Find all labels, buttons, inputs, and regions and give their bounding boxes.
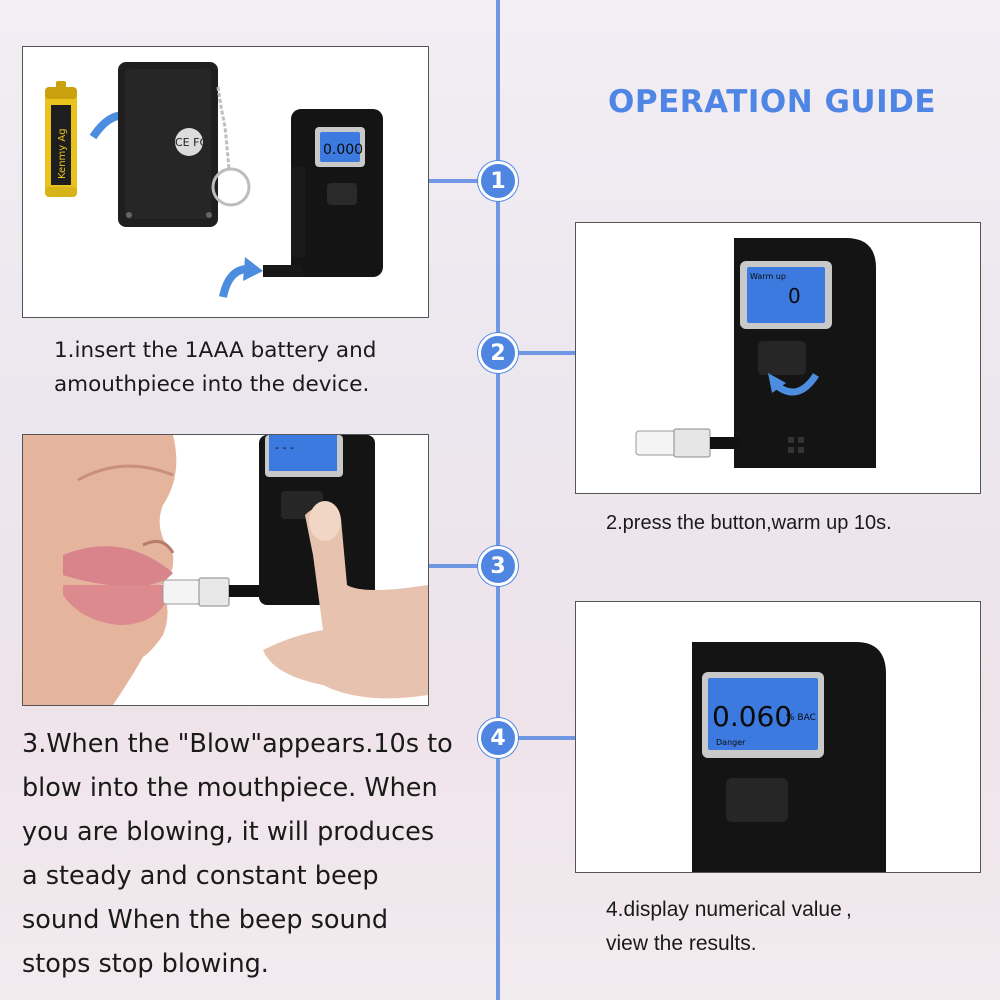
lcd-unit: % BAC <box>786 713 816 723</box>
step-3-badge: 3 <box>478 546 518 586</box>
step-1-illustration: Kenmy Ag CE FC 0.000 <box>45 62 383 298</box>
mouthpiece <box>162 577 269 607</box>
device-front: - - - <box>259 435 375 605</box>
step-3-caption: 3.When the "Blow"appears.10s to blow int… <box>22 729 453 979</box>
cert-mark: CE FC <box>175 136 207 149</box>
step-2-connector <box>500 351 575 355</box>
keyring <box>211 86 251 207</box>
lcd-reading: 0 <box>788 284 801 308</box>
device-front: 0.000 <box>291 109 383 277</box>
hand <box>263 501 428 699</box>
step-4-photo: 0.060 % BAC Danger <box>575 601 981 873</box>
face <box>23 435 177 705</box>
step-2-caption: 2.press the button,warm up 10s. <box>606 512 892 534</box>
step-1-caption: 1.insert the 1AAA battery and amouthpiec… <box>54 338 377 397</box>
speaker-grille <box>788 437 804 453</box>
step-4-caption: 4.display numerical value , view the res… <box>606 898 852 955</box>
step-2-illustration: Warm up 0 <box>635 238 876 468</box>
mouthpiece <box>635 428 740 458</box>
battery-label: Kenmy Ag <box>57 128 68 179</box>
mouthpiece <box>263 265 303 277</box>
device-front: 0.060 % BAC Danger <box>692 642 886 872</box>
step-4-illustration: 0.060 % BAC Danger <box>692 642 886 872</box>
step-2-badge: 2 <box>478 333 518 373</box>
step-3-photo: - - - <box>22 434 429 706</box>
step-4-connector <box>500 736 575 740</box>
step-1-connector <box>428 179 496 183</box>
step-3-illustration: - - - <box>23 435 428 705</box>
lcd-reading: - - - <box>275 441 294 454</box>
lcd-reading: 0.060 <box>712 700 792 733</box>
step-1-badge: 1 <box>478 161 518 201</box>
aaa-battery: Kenmy Ag <box>45 81 77 197</box>
step-3-connector <box>428 564 496 568</box>
lcd-reading: 0.000 <box>323 142 363 158</box>
lcd-status: Danger <box>716 738 746 747</box>
step-1-photo: Kenmy Ag CE FC 0.000 <box>22 46 429 318</box>
step-4-badge: 4 <box>478 718 518 758</box>
device-back: CE FC <box>118 62 218 227</box>
lcd-status: Warm up <box>750 272 786 281</box>
timeline-line <box>496 0 500 1000</box>
device-front: Warm up 0 <box>734 238 876 468</box>
step-2-photo: Warm up 0 <box>575 222 981 494</box>
page-title: OPERATION GUIDE <box>608 84 937 120</box>
